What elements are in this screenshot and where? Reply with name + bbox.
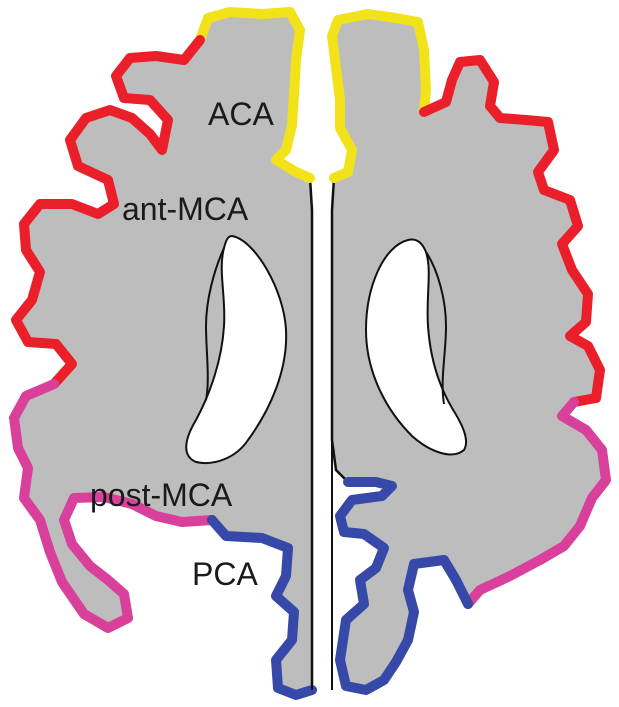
label-ant-mca: ant-MCA: [122, 191, 249, 227]
label-pca: PCA: [192, 556, 258, 592]
label-post-mca: post-MCA: [90, 477, 233, 513]
label-aca: ACA: [208, 96, 274, 132]
